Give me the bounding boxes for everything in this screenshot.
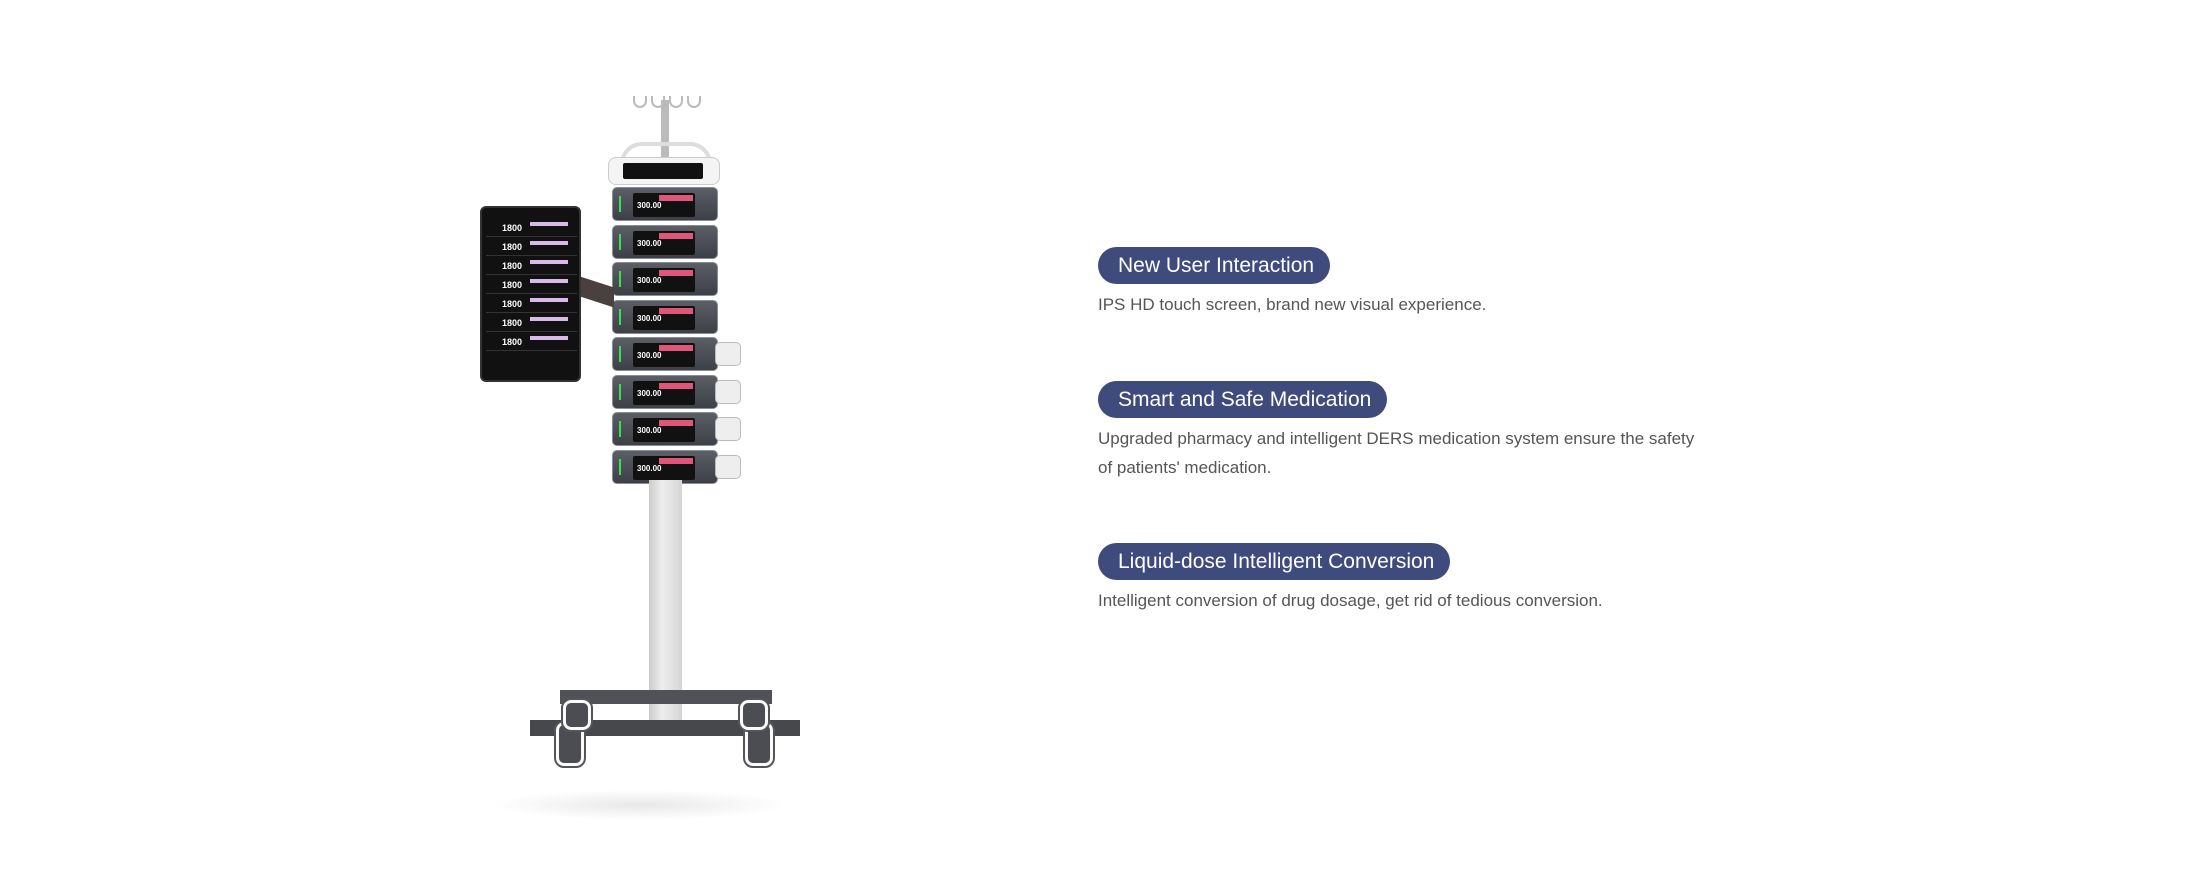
infusion-pump: 300.00 — [612, 412, 718, 446]
feature-description: IPS HD touch screen, brand new visual ex… — [1098, 295, 1487, 314]
status-led — [619, 421, 621, 437]
feature-title: Smart and Safe Medication — [1098, 381, 1388, 418]
drug-label — [659, 307, 693, 314]
tablet-channel-row: 1800 — [486, 315, 577, 332]
tablet: 1800 1800 1800 1800 1800 1800 1800 — [480, 206, 581, 382]
tablet-channel-row: 1800 — [486, 239, 577, 256]
pump-rate: 300.00 — [637, 201, 662, 210]
feature-smart-safe-medication: Smart and Safe Medication Upgraded pharm… — [1098, 381, 1698, 482]
infusion-pump: 300.00 — [612, 374, 718, 409]
base-leg — [530, 720, 800, 736]
pump-rate: 300.00 — [637, 463, 662, 473]
tablet-channel-row: 1800 — [486, 258, 577, 275]
base-leg — [560, 690, 772, 704]
pump-rate: 300.00 — [637, 238, 662, 248]
iv-pole-top — [661, 100, 669, 160]
pump-rate: 300.00 — [637, 313, 662, 323]
tablet-channel-row: 1800 — [486, 334, 577, 351]
status-led — [619, 308, 621, 325]
floor-shadow — [490, 790, 790, 820]
status-led — [619, 196, 621, 212]
infusion-pump: 300.00 — [612, 262, 718, 296]
pump-rate: 300.00 — [637, 351, 662, 360]
control-monitor — [608, 157, 720, 185]
syringe-clamp — [715, 379, 741, 404]
drug-label — [659, 382, 693, 389]
infusion-pump: 300.00 — [612, 224, 718, 259]
syringe-clamp — [715, 417, 741, 441]
iv-hook-icon — [669, 96, 683, 108]
status-led — [619, 233, 621, 250]
feature-description: Intelligent conversion of drug dosage, g… — [1098, 591, 1603, 610]
status-led — [619, 346, 621, 362]
feature-new-user-interaction: New User Interaction IPS HD touch screen… — [1098, 247, 1698, 319]
iv-hook-icon — [633, 96, 647, 108]
feature-description: Upgraded pharmacy and intelligent DERS m… — [1098, 429, 1695, 477]
product-image: 300.00 300.00 300.00 300.00 300.00 300.00 300.… — [470, 90, 810, 830]
drug-label — [659, 195, 693, 201]
pole — [649, 480, 682, 730]
tablet-channel-row: 1800 — [486, 277, 577, 294]
syringe-clamp — [715, 454, 741, 479]
infusion-pump: 300.00 — [612, 187, 718, 221]
infusion-pump: 300.00 — [612, 299, 718, 334]
drug-label — [659, 270, 693, 276]
syringe-clamp — [715, 342, 741, 366]
drug-label — [659, 457, 693, 464]
feature-title: Liquid-dose Intelligent Conversion — [1098, 543, 1451, 580]
infusion-pump: 300.00 — [612, 449, 718, 484]
pump-rate: 300.00 — [637, 426, 662, 435]
pump-rate: 300.00 — [637, 276, 662, 285]
tablet-channel-row: 1800 — [486, 220, 577, 237]
drug-label — [659, 232, 693, 239]
infusion-pump: 300.00 — [612, 337, 718, 371]
status-led — [619, 271, 621, 287]
feature-liquid-dose-conversion: Liquid-dose Intelligent Conversion Intel… — [1098, 543, 1698, 615]
drug-label — [659, 420, 693, 426]
drug-label — [659, 345, 693, 351]
wheel — [738, 698, 770, 732]
iv-hook-icon — [687, 96, 701, 108]
status-led — [619, 383, 621, 400]
feature-title: New User Interaction — [1098, 247, 1331, 284]
tablet-channel-row: 1800 — [486, 296, 577, 313]
tablet-arm — [580, 276, 614, 308]
pump-rate: 300.00 — [637, 388, 662, 398]
status-led — [619, 458, 621, 475]
wheel — [561, 698, 593, 732]
